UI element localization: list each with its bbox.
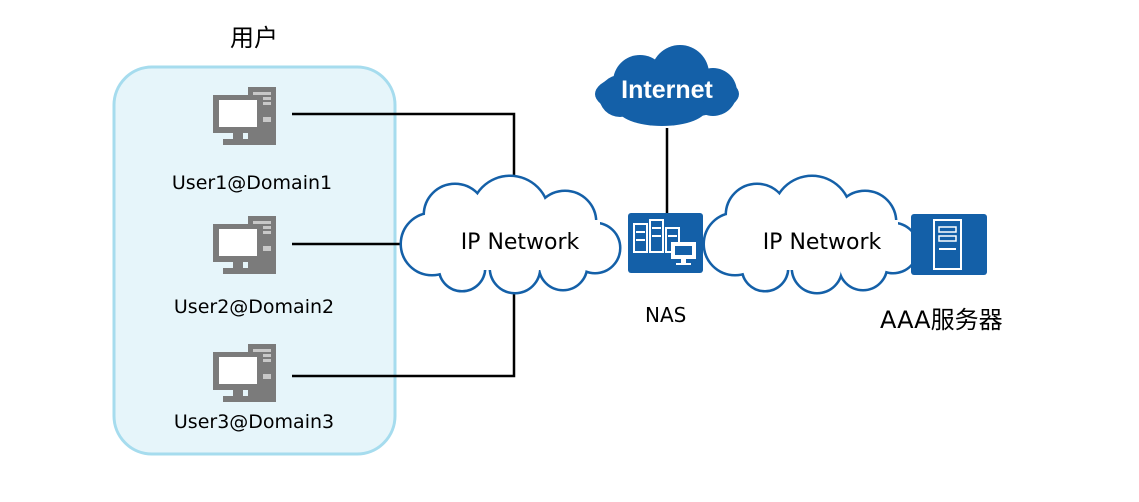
ip-network-right-label: IP Network — [762, 230, 882, 255]
nas-device-icon — [628, 213, 703, 273]
ip-network-left-cloud-icon — [399, 174, 622, 295]
link-user1 — [292, 112, 516, 196]
user3-label: User3@Domain3 — [173, 411, 335, 433]
internet-cloud-icon — [595, 45, 739, 126]
user1-label: User1@Domain1 — [171, 172, 333, 194]
ip-network-left-label: IP Network — [460, 230, 580, 255]
aaa-server-label: AAA服务器 — [880, 306, 1003, 334]
connection-lines — [292, 112, 669, 378]
aaa-server-icon — [911, 214, 987, 275]
user-group-title: 用户 — [230, 24, 278, 52]
nas-label: NAS — [645, 303, 687, 327]
user2-label: User2@Domain2 — [173, 296, 335, 318]
ip-network-right-cloud-icon — [702, 174, 920, 295]
internet-label: Internet — [621, 76, 713, 104]
link-user3 — [292, 290, 516, 378]
